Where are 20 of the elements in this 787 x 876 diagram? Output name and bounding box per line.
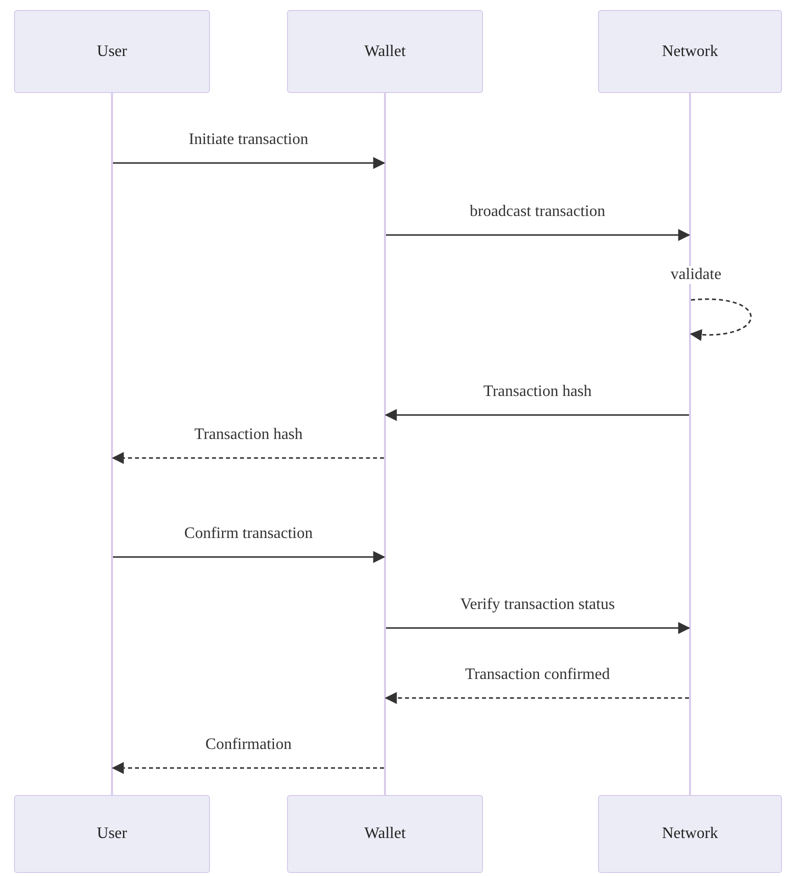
participant-box: User (14, 795, 210, 873)
participant-box: Wallet (287, 795, 483, 873)
message-arrow (386, 622, 690, 634)
lifeline (384, 93, 386, 795)
participant-box: Network (598, 795, 782, 873)
message-arrow (384, 409, 689, 421)
lifeline (689, 93, 691, 795)
participant-box: Wallet (287, 10, 483, 93)
message-label: validate (668, 266, 724, 284)
participant-box: User (14, 10, 210, 93)
lifeline (111, 93, 113, 795)
message-arrow (112, 452, 384, 464)
message-arrow (112, 762, 384, 774)
message-arrow (113, 157, 386, 169)
message-arrow (384, 692, 689, 704)
self-message-arrow (690, 298, 752, 340)
message-label: Verify transaction status (458, 596, 617, 614)
message-arrow (386, 229, 690, 241)
message-arrow (113, 551, 386, 563)
participant-box: Network (598, 10, 782, 93)
